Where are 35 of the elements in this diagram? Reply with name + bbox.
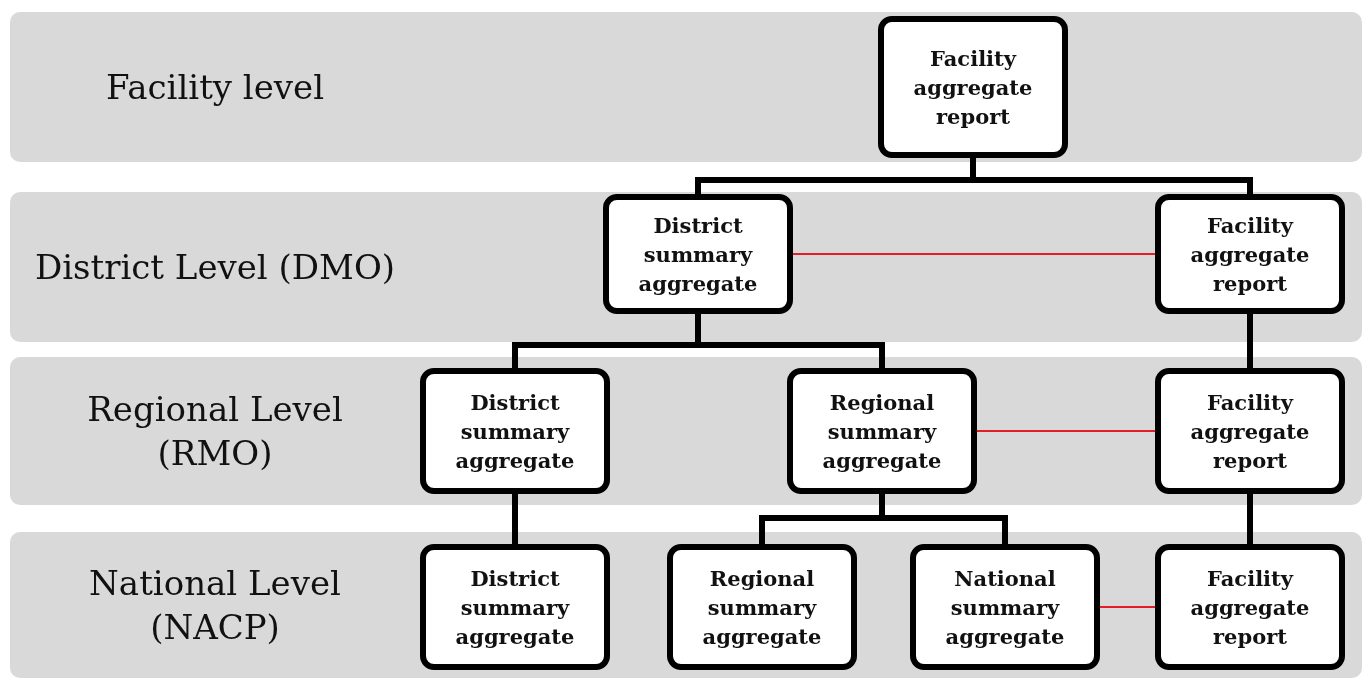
report-box	[910, 544, 1100, 670]
level-band	[10, 357, 1362, 505]
report-box	[1155, 544, 1345, 670]
level-heading: District Level (DMO)	[34, 246, 396, 289]
box-label: Facility aggregate report	[912, 44, 1034, 131]
report-box	[1155, 194, 1345, 314]
connector-line	[1247, 494, 1253, 544]
report-box	[878, 16, 1068, 158]
report-box	[1155, 368, 1345, 494]
box-label: Facility aggregate report	[1189, 211, 1311, 298]
connector-line	[976, 430, 1156, 432]
report-box	[667, 544, 857, 670]
level-heading: Facility level	[105, 66, 325, 109]
level-band	[10, 192, 1362, 342]
connector-line	[970, 158, 1253, 194]
report-box	[420, 368, 610, 494]
box-label: Regional summary aggregate	[701, 564, 823, 651]
connector-line	[1099, 606, 1156, 608]
level-heading: Regional Level (RMO)	[86, 388, 344, 475]
report-box	[603, 194, 793, 314]
connector-line	[792, 253, 1156, 255]
box-label: District summary aggregate	[454, 564, 576, 651]
box-label: National summary aggregate	[944, 564, 1066, 651]
report-box	[420, 544, 610, 670]
box-label: Facility aggregate report	[1189, 388, 1311, 475]
level-band	[10, 532, 1362, 678]
box-label: District summary aggregate	[454, 388, 576, 475]
level-heading: National Level (NACP)	[88, 562, 342, 649]
report-box	[787, 368, 977, 494]
connector-line	[512, 494, 518, 544]
box-label: Regional summary aggregate	[821, 388, 943, 475]
connector-line	[1247, 314, 1253, 368]
box-label: Facility aggregate report	[1189, 564, 1311, 651]
level-band	[10, 12, 1362, 162]
box-label: District summary aggregate	[637, 211, 759, 298]
